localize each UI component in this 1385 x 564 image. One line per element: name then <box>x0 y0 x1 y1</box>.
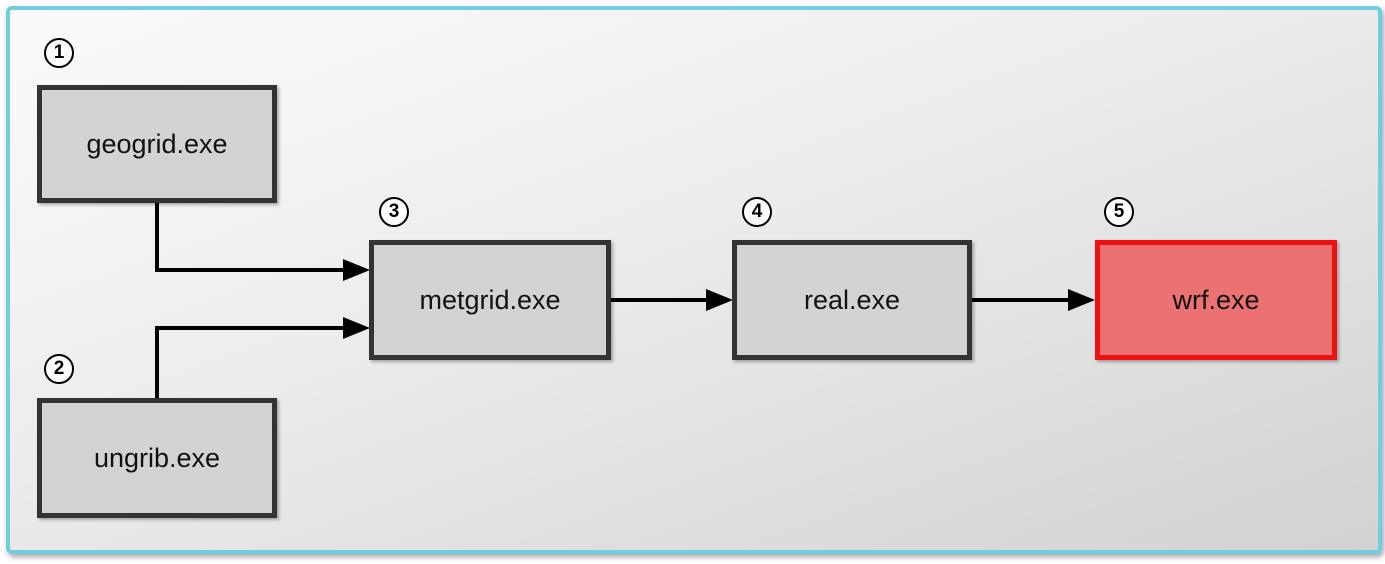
arrowhead-ungrib-metgrid <box>343 317 370 339</box>
connector-geogrid-metgrid <box>155 200 345 272</box>
metgrid-box: metgrid.exe <box>369 240 611 360</box>
step-3-number: 3 <box>379 197 409 227</box>
geogrid-box: geogrid.exe <box>37 85 277 203</box>
step-4-number: 4 <box>742 197 772 227</box>
step-5-number: 5 <box>1104 197 1134 227</box>
geogrid-label: geogrid.exe <box>86 128 228 159</box>
real-box: real.exe <box>732 240 972 360</box>
ungrib-label: ungrib.exe <box>93 442 221 473</box>
step-1-number: 1 <box>44 38 74 68</box>
wrf-box: wrf.exe <box>1095 240 1337 360</box>
arrowhead-real-wrf <box>1068 289 1095 311</box>
arrowhead-geogrid-metgrid <box>343 259 370 281</box>
ungrib-box: ungrib.exe <box>37 398 277 518</box>
wrf-label: wrf.exe <box>1172 284 1260 315</box>
metgrid-label: metgrid.exe <box>419 284 561 315</box>
real-label: real.exe <box>803 284 901 315</box>
connector-ungrib-metgrid <box>155 326 345 400</box>
step-2-number: 2 <box>44 354 74 384</box>
arrowhead-metgrid-real <box>706 289 733 311</box>
